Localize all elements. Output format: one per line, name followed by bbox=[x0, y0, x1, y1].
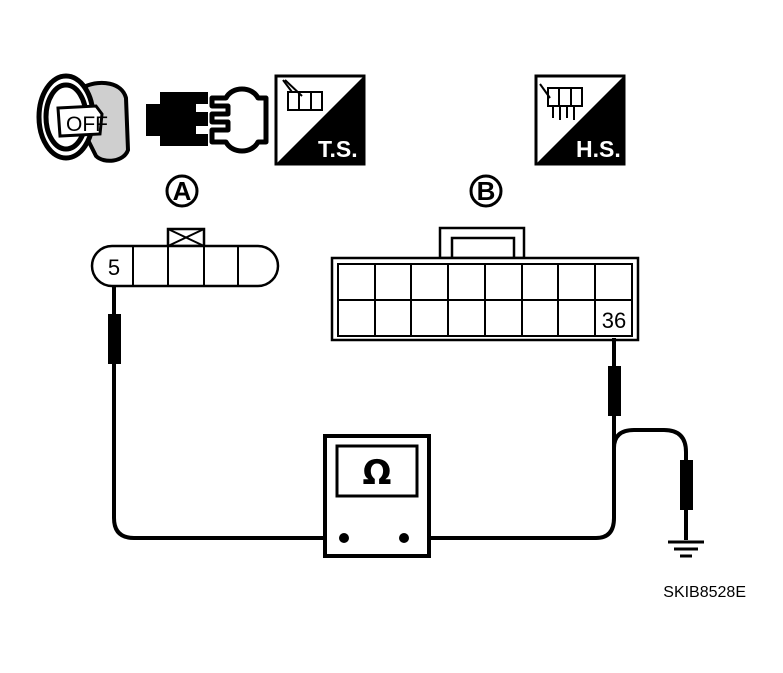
harness-side-icon: H.S. bbox=[534, 74, 626, 166]
connector-b-pin: 36 bbox=[602, 308, 626, 333]
connector-a: A 5 bbox=[90, 174, 280, 288]
ignition-off-label: OFF bbox=[66, 113, 108, 136]
connector-disconnect-icon bbox=[146, 86, 269, 154]
probe-left bbox=[108, 314, 121, 364]
connector-b-badge bbox=[469, 174, 503, 208]
connector-a-letter: A bbox=[173, 176, 192, 206]
ground-lead bbox=[612, 428, 693, 540]
ohmmeter: Ω bbox=[323, 434, 431, 558]
wire-left bbox=[108, 286, 344, 540]
connector-a-badge bbox=[165, 174, 199, 208]
wire-right bbox=[404, 338, 621, 540]
meter-terminal-right bbox=[399, 533, 409, 543]
probe-ground bbox=[680, 460, 693, 510]
figure-code: SKIB8528E bbox=[663, 584, 746, 601]
connector-b-letter: B bbox=[477, 176, 496, 206]
ground-icon bbox=[668, 540, 704, 558]
harness-side-label: H.S. bbox=[576, 136, 621, 162]
ohm-symbol: Ω bbox=[363, 453, 392, 493]
terminal-side-icon: T.S. bbox=[274, 74, 366, 166]
ignition-off-icon: OFF bbox=[36, 73, 131, 163]
meter-terminal-left bbox=[339, 533, 349, 543]
connector-b: B 36 bbox=[330, 174, 640, 342]
probe-right bbox=[608, 366, 621, 416]
connector-a-pin: 5 bbox=[108, 255, 120, 280]
terminal-side-label: T.S. bbox=[318, 136, 358, 162]
